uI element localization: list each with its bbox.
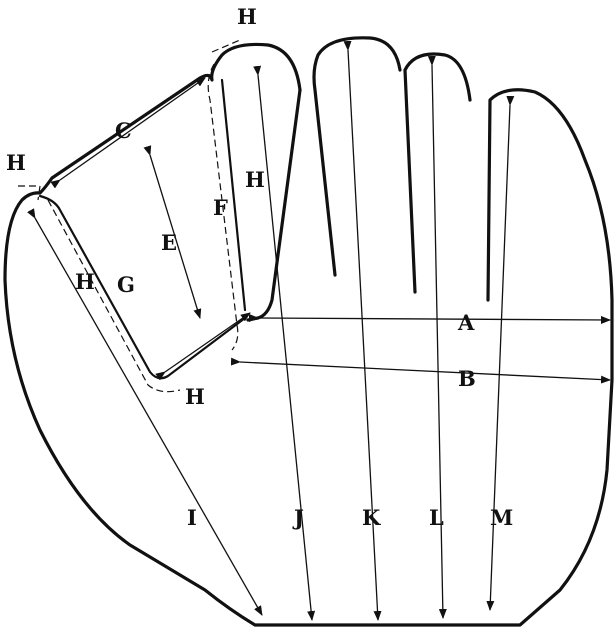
thumb-inner-line xyxy=(38,194,247,380)
labels: H C H E F H G H A B H I J K L M xyxy=(6,4,513,530)
label-h-thumb: H xyxy=(75,269,95,294)
label-g: G xyxy=(117,272,135,297)
label-a: A xyxy=(457,310,475,335)
arrow-c xyxy=(50,77,206,189)
arrow-a xyxy=(248,313,611,324)
label-h-top: H xyxy=(237,4,257,29)
index-finger-edge xyxy=(246,88,302,322)
arrow-b xyxy=(230,357,611,384)
label-k: K xyxy=(362,505,381,530)
label-j: J xyxy=(292,505,304,530)
arrow-k xyxy=(343,40,382,621)
label-l: L xyxy=(429,505,444,530)
seam-index xyxy=(207,39,241,351)
arrow-g xyxy=(155,312,251,381)
label-h-index: H xyxy=(245,167,265,192)
label-m: M xyxy=(490,505,513,530)
seam-thumb xyxy=(47,199,181,393)
arrow-j xyxy=(253,65,316,621)
label-e: E xyxy=(161,230,177,255)
arrow-i xyxy=(27,208,263,616)
seam-thumb-tip xyxy=(18,185,41,201)
glove-outline xyxy=(3,36,614,627)
label-h-bottom: H xyxy=(185,384,205,409)
label-c: C xyxy=(115,118,132,143)
arrow-m xyxy=(486,95,515,611)
label-i: I xyxy=(187,505,197,530)
label-h-thumb-tip: H xyxy=(6,150,26,175)
arrow-l xyxy=(427,55,447,619)
label-b: B xyxy=(458,366,476,391)
label-f: F xyxy=(213,195,228,220)
